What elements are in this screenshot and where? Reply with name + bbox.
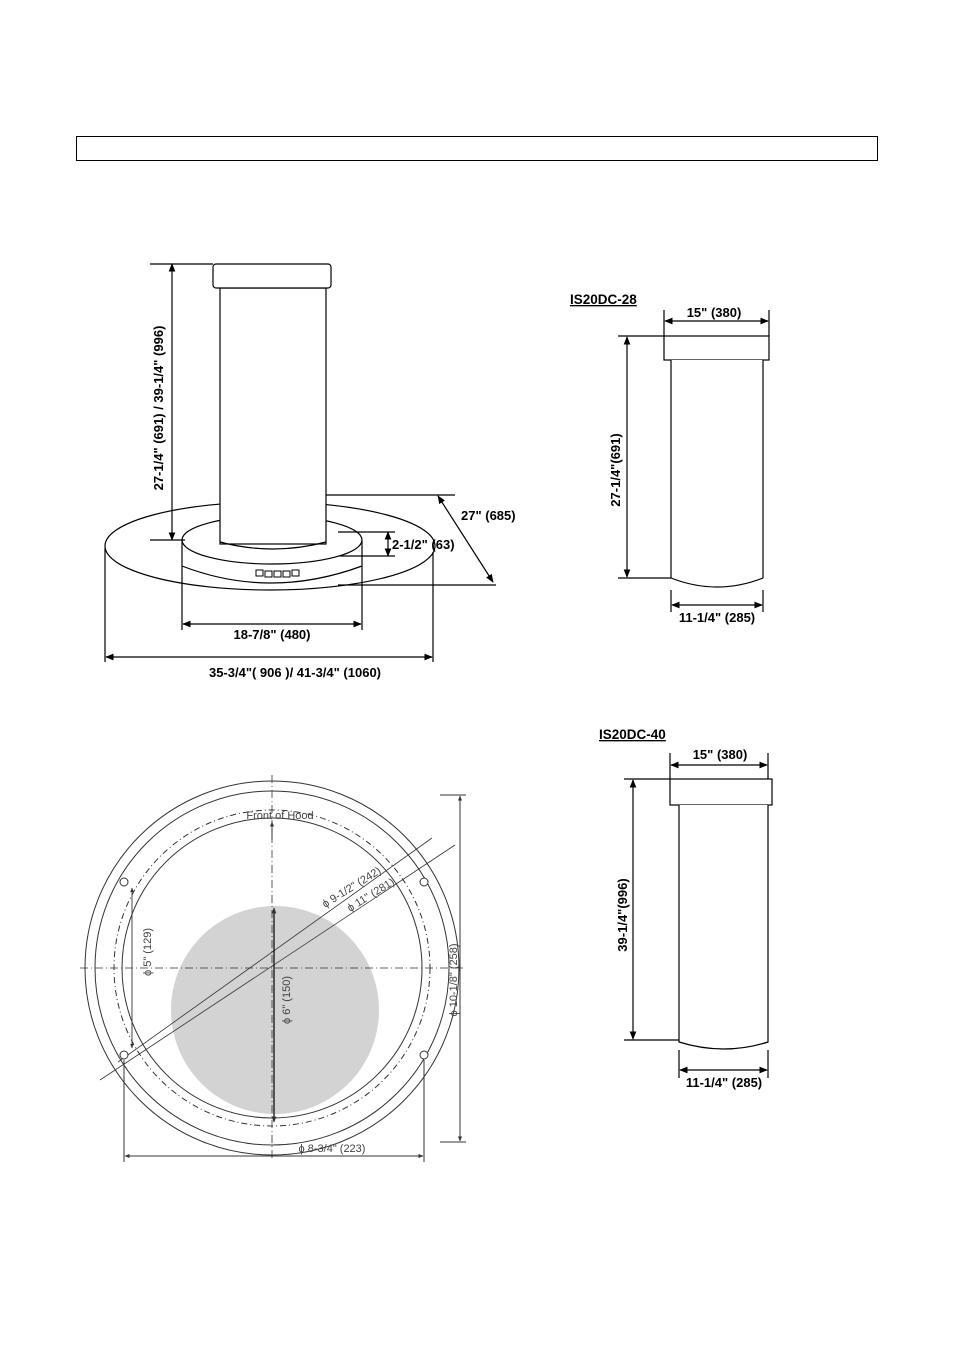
model-40-top-width: 15" (380)	[693, 747, 748, 762]
chimney	[220, 288, 326, 544]
model-40-chimney	[679, 805, 768, 1049]
top-view	[80, 775, 466, 1162]
model-40-height: 39-1/4"(996)	[615, 878, 630, 951]
model-28-height: 27-1/4"(691)	[608, 433, 623, 506]
duct-area	[171, 906, 379, 1114]
model-28-view	[618, 310, 769, 612]
screw-hole	[420, 878, 428, 886]
base-height-dim-label: 2-1/2" (63)	[392, 537, 455, 552]
base-width-dim-label: 18-7/8" (480)	[234, 627, 311, 642]
chimney-collar	[213, 264, 331, 288]
model-40-collar	[670, 779, 772, 805]
model-28-collar	[664, 336, 769, 360]
dia-6-label: ϕ 6" (150)	[281, 976, 293, 1024]
model-40-name: IS20DC-40	[599, 727, 666, 742]
model-28-name: IS20DC-28	[570, 292, 637, 307]
dia-5-label: ϕ 5" (129)	[142, 928, 154, 976]
model-40-view	[624, 753, 772, 1078]
height-dim-label: 27-1/4" (691) / 39-1/4" (996)	[151, 326, 166, 491]
screw-hole	[420, 1051, 428, 1059]
model-28-top-width: 15" (380)	[687, 305, 742, 320]
dia-10-18-label: ϕ 10-1/8" (258)	[448, 943, 460, 1016]
screw-hole	[120, 1051, 128, 1059]
front-of-hood-label: Front of Hood	[246, 810, 313, 822]
screw-hole	[120, 878, 128, 886]
model-28-chimney	[671, 360, 763, 587]
model-28-bottom-width: 11-1/4" (285)	[679, 610, 755, 625]
dia-8-34-label: ϕ 8-3/4" (223)	[299, 1143, 366, 1155]
depth-dim-label: 27" (685)	[461, 508, 516, 523]
total-width-dim-label: 35-3/4"( 906 )/ 41-3/4" (1060)	[209, 665, 381, 680]
model-40-bottom-width: 11-1/4" (285)	[686, 1075, 762, 1090]
